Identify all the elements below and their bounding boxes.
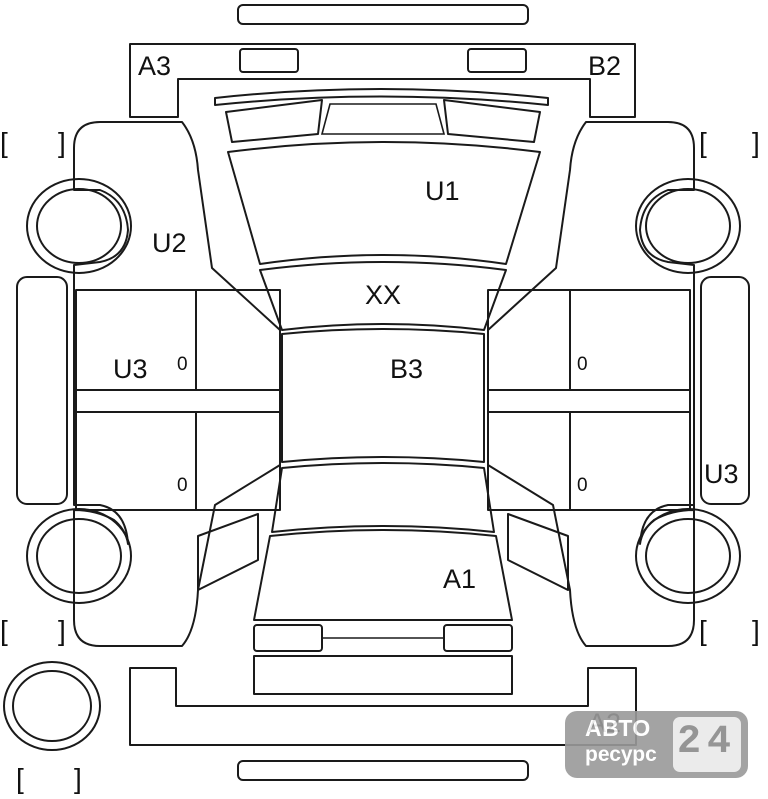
code-cowl: XX [365,280,401,310]
left-front-door-window [195,289,281,391]
left-rear-quarter-glass [197,513,259,591]
left-rocker [75,389,281,413]
hood-panel [227,141,541,265]
bracket-close: ] [752,127,760,158]
bracket-close: ] [58,615,66,646]
grille [320,103,446,135]
front-right-fog-lamp [467,48,527,73]
front-bumper [129,43,636,118]
avtoresurs-logo: АВТО ресурс 24 [565,711,748,778]
right-front-door [569,289,691,391]
cowl-panel [259,261,507,331]
rear-bumper [129,667,637,746]
bracket-open: [ [16,763,24,794]
right-step-panel [700,276,750,505]
left-side-body [73,121,281,647]
bracket-open: [ [699,127,707,158]
door-mark: 0 [577,354,588,375]
roof-panel [281,328,485,463]
front-windshield-frame [214,88,549,106]
door-mark: 0 [177,354,188,375]
right-side-body [487,121,695,647]
rear-bumper-bar [237,760,529,781]
code-trunk: A1 [443,564,476,594]
left-step-panel [16,276,68,505]
right-front-door-window [487,289,571,391]
door-mark: 0 [577,475,588,496]
bracket-close: ] [58,127,66,158]
logo-word-resurs: ресурс [585,743,657,766]
bracket-open: [ [0,127,8,158]
code-hood: U1 [425,176,460,206]
right-rear-door [569,411,691,511]
front-bumper-bar [237,4,529,25]
bracket-close: ] [74,763,82,794]
logo-number-badge: 24 [673,717,741,772]
left-tail-lamp [253,624,323,652]
bracket-open: [ [699,615,707,646]
left-headlamp [225,99,323,143]
right-rear-wheel [635,508,741,604]
rear-window [271,462,495,533]
right-rocker [487,389,691,413]
spare-wheel [3,661,101,751]
left-front-wheel [26,178,132,274]
right-rear-quarter-glass [507,513,569,591]
left-rear-wheel [26,508,132,604]
code-right-door: U3 [704,459,739,489]
code-roof: B3 [390,354,423,384]
right-tail-lamp [443,624,513,652]
logo-word-avto: АВТО [585,715,651,741]
right-front-wheel [635,178,741,274]
code-front-right-fender: B2 [588,51,621,81]
right-rear-door-window [487,411,571,511]
bracket-close: ] [752,615,760,646]
left-rear-door-window [195,411,281,511]
code-left-front-area: U2 [152,228,187,258]
code-front-left-fender: A3 [138,51,171,81]
logo-number: 24 [676,720,737,765]
front-left-fog-lamp [239,48,299,73]
rear-license-area [253,655,513,695]
bracket-open: [ [0,615,8,646]
door-mark: 0 [177,475,188,496]
code-left-door: U3 [113,354,148,384]
right-headlamp [443,99,541,143]
trunk-panel [253,529,513,621]
